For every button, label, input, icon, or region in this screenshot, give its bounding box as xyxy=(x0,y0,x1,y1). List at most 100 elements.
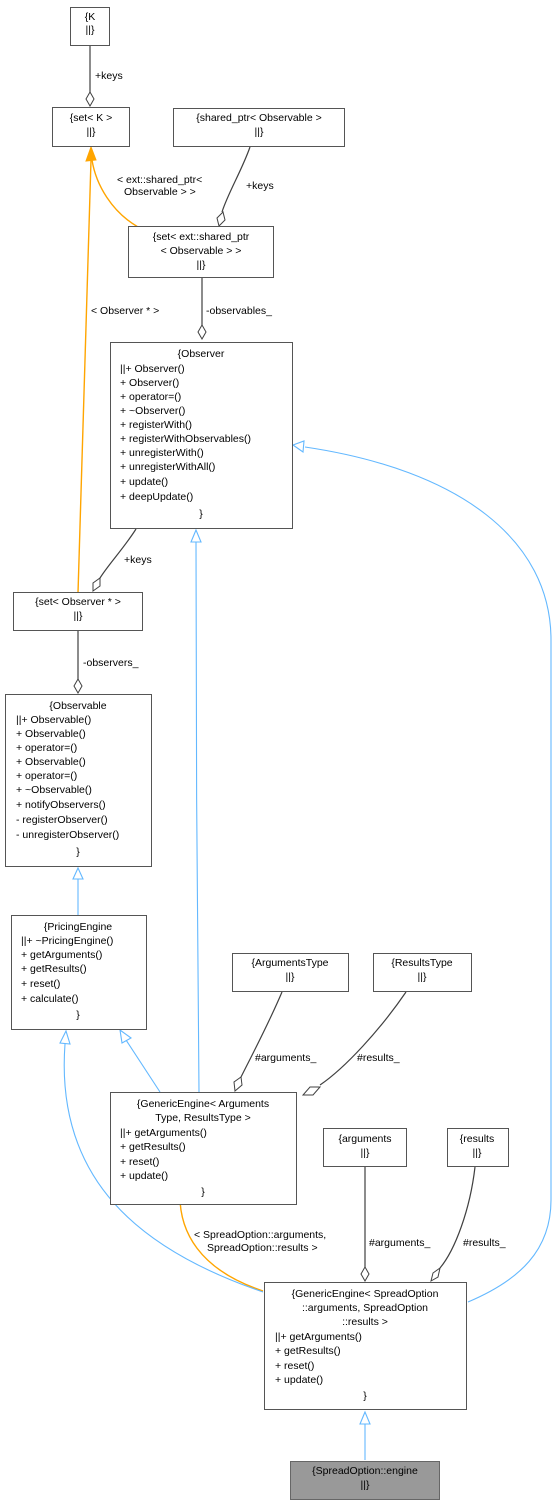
node-arguments-type-line-1: ||} xyxy=(286,971,295,983)
node-shared-ptr-line-1: ||} xyxy=(255,126,264,138)
node-observable-member: + ~Observable() xyxy=(16,784,92,796)
node-generic-engine-spread-title-3: ::results > xyxy=(342,1316,388,1328)
edge-label-arguments: #arguments_ xyxy=(255,1052,316,1064)
node-generic-engine-spread-close: } xyxy=(363,1390,367,1402)
node-observer-member: + unregisterWith() xyxy=(120,447,204,459)
node-observable-member: - registerObserver() xyxy=(16,814,108,826)
edge-inherit-engine-spread xyxy=(359,1410,371,1460)
node-generic-engine-spread-option[interactable]: {GenericEngine< SpreadOption ::arguments… xyxy=(264,1282,467,1410)
node-set-ext-line-2: ||} xyxy=(197,259,206,271)
node-observer-member: + update() xyxy=(120,476,168,488)
node-pricing-engine-member: + getArguments() xyxy=(21,949,102,961)
edge-label-keys: +keys xyxy=(95,70,123,82)
node-spread-option-engine-line-0: {SpreadOption::engine xyxy=(312,1465,418,1477)
node-set-ext-shared-ptr[interactable]: {set< ext::shared_ptr < Observable > > |… xyxy=(128,226,274,278)
node-k[interactable]: {K ||} xyxy=(70,7,110,46)
node-generic-engine-spread-member: + getResults() xyxy=(275,1345,341,1357)
edge-shared-ptr-to-set-ext: +keys xyxy=(216,146,274,227)
node-arguments-type-line-0: {ArgumentsType xyxy=(251,957,328,969)
node-results-type-line-0: {ResultsType xyxy=(391,957,452,969)
node-shared-ptr-line-0: {shared_ptr< Observable > xyxy=(196,112,322,124)
node-observable-member: + Observable() xyxy=(16,728,86,740)
edge-label-template-shared-ptr: < ext::shared_ptr< xyxy=(117,174,202,186)
edge-results-type-to-generic: #results_ xyxy=(301,991,407,1096)
node-results-type-line-1: ||} xyxy=(418,971,427,983)
node-observer-member: + operator=() xyxy=(120,391,181,403)
edge-k-to-set-k: +keys xyxy=(85,46,123,108)
node-arguments-line-1: ||} xyxy=(361,1147,370,1159)
node-pricing-engine-member: + reset() xyxy=(21,978,60,990)
node-k-line-0: {K xyxy=(85,11,96,23)
node-generic-engine-member: + reset() xyxy=(120,1156,159,1168)
node-pricing-engine-member: ||+ ~PricingEngine() xyxy=(21,935,113,947)
node-results-type[interactable]: {ResultsType ||} xyxy=(373,953,472,992)
edge-label-keys: +keys xyxy=(124,554,152,566)
node-generic-engine-title-2: Type, ResultsType > xyxy=(155,1112,250,1124)
node-generic-engine-title: {GenericEngine< Arguments xyxy=(137,1098,269,1110)
node-pricing-engine[interactable]: {PricingEngine ||+ ~PricingEngine() + ge… xyxy=(11,915,147,1030)
node-set-ext-line-0: {set< ext::shared_ptr xyxy=(153,231,250,243)
node-observable-member: - unregisterObserver() xyxy=(16,829,119,841)
node-observer-member: + registerWithObservables() xyxy=(120,433,251,445)
node-pricing-engine-close: } xyxy=(76,1009,80,1021)
edge-label-observers: -observers_ xyxy=(83,657,139,669)
node-pricing-engine-title: {PricingEngine xyxy=(44,921,112,933)
node-arguments-type[interactable]: {ArgumentsType ||} xyxy=(232,953,349,992)
node-set-observer-line-0: {set< Observer * > xyxy=(35,596,121,608)
node-observer-member: + deepUpdate() xyxy=(120,491,193,503)
node-generic-engine-spread-member: ||+ getArguments() xyxy=(275,1331,362,1343)
edge-set-observer-to-observable: -observers_ xyxy=(73,631,139,695)
node-observer-member: ||+ Observer() xyxy=(120,363,185,375)
node-observable-member: + notifyObservers() xyxy=(16,799,106,811)
node-set-observer-ptr[interactable]: {set< Observer * > ||} xyxy=(13,592,143,631)
edge-label-results: #results_ xyxy=(463,1237,506,1249)
node-observable-title: {Observable xyxy=(49,700,106,712)
edge-template-set-ext-to-set-k: < ext::shared_ptr< Observable > > xyxy=(85,145,202,228)
node-generic-engine-member: + getResults() xyxy=(120,1141,186,1153)
node-generic-engine-spread-title-2: ::arguments, SpreadOption xyxy=(302,1302,428,1314)
node-results-line-0: {results xyxy=(460,1133,494,1145)
node-k-line-1: ||} xyxy=(86,24,95,36)
edge-arguments-to-spread: #arguments_ xyxy=(360,1167,430,1283)
edge-inherit-spread-observer xyxy=(291,440,552,1303)
node-set-observer-line-1: ||} xyxy=(74,610,83,622)
node-generic-engine-close: } xyxy=(201,1186,205,1198)
edge-inherit-pricing-engine-observable xyxy=(72,866,84,915)
node-observer-close: } xyxy=(199,508,203,520)
node-observable-member: + operator=() xyxy=(16,742,77,754)
node-observable-member: ||+ Observable() xyxy=(16,714,91,726)
node-observer-member: + registerWith() xyxy=(120,419,192,431)
edge-template-set-observer-to-set-k: < Observer * > xyxy=(77,159,159,594)
node-generic-engine-member: + update() xyxy=(120,1170,168,1182)
edge-observer-to-set-ext: -observables_ xyxy=(197,278,272,341)
node-observer[interactable]: {Observer ||+ Observer() + Observer() + … xyxy=(110,342,293,529)
edge-label-spread-template-results: SpreadOption::results > xyxy=(207,1242,318,1254)
node-spread-option-engine[interactable]: {SpreadOption::engine ||} xyxy=(290,1461,440,1500)
node-observer-member: + ~Observer() xyxy=(120,405,185,417)
node-generic-engine-spread-title: {GenericEngine< SpreadOption xyxy=(292,1288,439,1300)
node-observer-title: {Observer xyxy=(178,348,225,360)
edge-label-results: #results_ xyxy=(357,1052,400,1064)
node-observer-member: + Observer() xyxy=(120,377,179,389)
node-results[interactable]: {results ||} xyxy=(447,1128,509,1167)
node-set-ext-line-1: < Observable > > xyxy=(161,245,242,257)
edge-label-template-observer: < Observer * > xyxy=(91,305,159,317)
node-arguments[interactable]: {arguments ||} xyxy=(323,1128,407,1167)
edge-set-observer-to-observer: +keys xyxy=(92,528,152,592)
node-set-k-line-0: {set< K > xyxy=(70,112,113,124)
node-results-line-1: ||} xyxy=(473,1147,482,1159)
edge-label-template-observable: Observable > > xyxy=(124,186,196,198)
edge-label-arguments: #arguments_ xyxy=(369,1237,430,1249)
node-set-k-line-1: ||} xyxy=(87,126,96,138)
edge-inherit-generic-engine-observer xyxy=(190,528,202,1093)
node-observer-member: + unregisterWithAll() xyxy=(120,461,215,473)
node-shared-ptr-observable[interactable]: {shared_ptr< Observable > ||} xyxy=(173,108,345,147)
edge-arguments-type-to-generic: #arguments_ xyxy=(233,991,316,1092)
node-spread-option-engine-line-1: ||} xyxy=(361,1479,370,1491)
node-observable-member: + operator=() xyxy=(16,770,77,782)
node-generic-engine[interactable]: {GenericEngine< Arguments Type, ResultsT… xyxy=(110,1092,297,1205)
node-observable[interactable]: {Observable ||+ Observable() + Observabl… xyxy=(5,694,152,867)
node-set-k[interactable]: {set< K > ||} xyxy=(52,107,130,147)
node-pricing-engine-member: + getResults() xyxy=(21,963,87,975)
node-pricing-engine-member: + calculate() xyxy=(21,993,78,1005)
